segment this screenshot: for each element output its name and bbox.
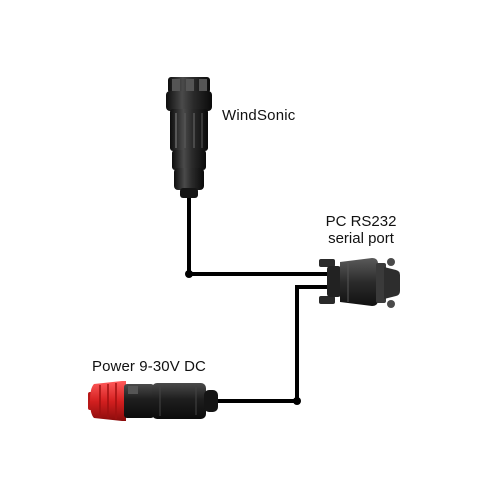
windsonic-connector <box>166 77 212 198</box>
power-label: Power 9-30V DC <box>92 358 206 375</box>
windsonic-label: WindSonic <box>222 107 296 124</box>
cable-junction-top <box>185 270 193 278</box>
pc-serial-port-label: PC RS232 serial port <box>321 213 401 247</box>
power-plug <box>88 381 218 421</box>
cable-lines <box>187 193 332 403</box>
pc-label-line1: PC RS232 <box>325 213 397 230</box>
cable-windsonic-to-pc <box>187 193 332 276</box>
db9-connector <box>319 258 400 308</box>
pc-label-line2: serial port <box>328 230 394 247</box>
cable-power-to-pc <box>213 285 332 403</box>
cable-junction-bottom <box>293 397 301 405</box>
